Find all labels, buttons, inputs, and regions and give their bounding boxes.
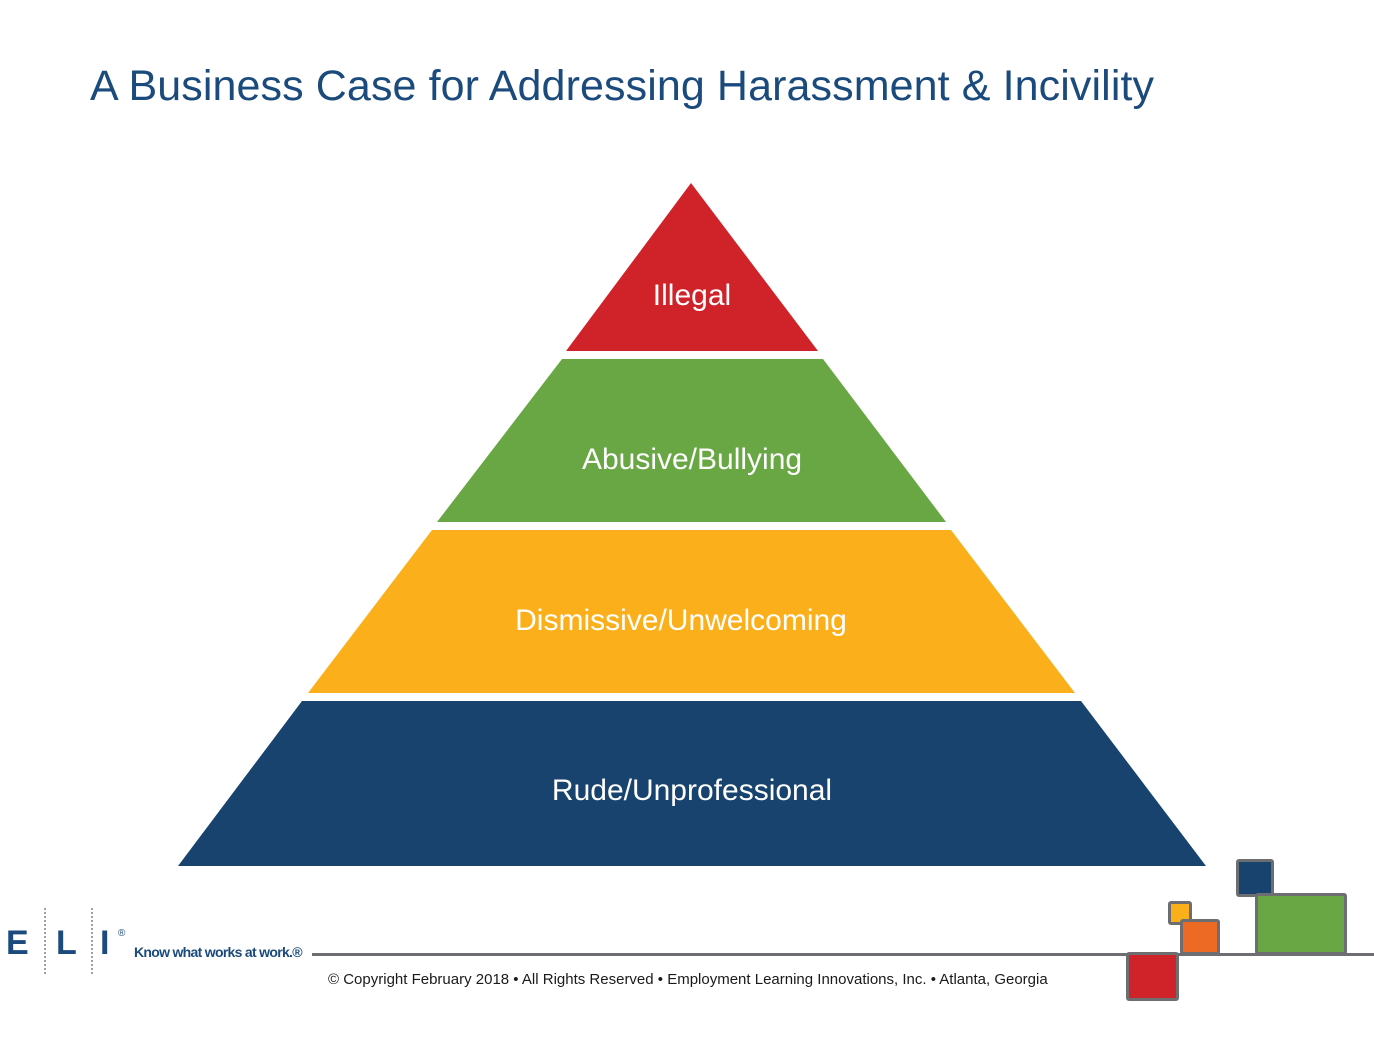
footer-divider-line <box>312 953 1374 956</box>
pyramid-tier-rude-unprofessional: Rude/Unprofessional <box>178 701 1206 866</box>
logo-divider <box>44 908 46 974</box>
pyramid-tier-illegal-shape <box>566 183 818 351</box>
pyramid-tier-dismissive-unwelcoming-shape <box>308 530 1075 693</box>
pyramid-tier-abusive-bullying: Abusive/Bullying <box>437 359 946 522</box>
decorative-square-red <box>1126 952 1179 1001</box>
logo-letter-i: I <box>100 924 110 962</box>
pyramid-tier-dismissive-unwelcoming: Dismissive/Unwelcoming <box>308 530 1075 693</box>
decorative-square-navy <box>1236 859 1274 897</box>
pyramid-tier-abusive-bullying-shape <box>437 359 946 522</box>
logo-letter-l: L <box>56 924 77 962</box>
decorative-square-green <box>1255 893 1347 955</box>
logo-letter-e: E <box>6 924 29 962</box>
pyramid-diagram: Illegal Abusive/Bullying Dismissive/Unwe… <box>178 183 1206 866</box>
pyramid-tier-rude-unprofessional-label: Rude/Unprofessional <box>552 774 832 807</box>
slide-title: A Business Case for Addressing Harassmen… <box>90 62 1155 110</box>
pyramid-tier-illegal: Illegal <box>566 183 818 351</box>
copyright-notice: © Copyright February 2018 • All Rights R… <box>328 971 1048 988</box>
decorative-square-orange <box>1180 919 1220 955</box>
eli-logo: E L I ® Know what works at work.® <box>0 908 303 976</box>
pyramid-tier-dismissive-unwelcoming-label: Dismissive/Unwelcoming <box>515 604 847 637</box>
pyramid-tier-abusive-bullying-label: Abusive/Bullying <box>582 443 802 476</box>
logo-divider <box>91 908 93 974</box>
pyramid-tier-illegal-label: Illegal <box>653 279 731 312</box>
logo-registered-mark: ® <box>118 928 126 939</box>
logo-tagline: Know what works at work.® <box>134 944 303 960</box>
pyramid-tier-rude-unprofessional-shape <box>178 701 1206 866</box>
